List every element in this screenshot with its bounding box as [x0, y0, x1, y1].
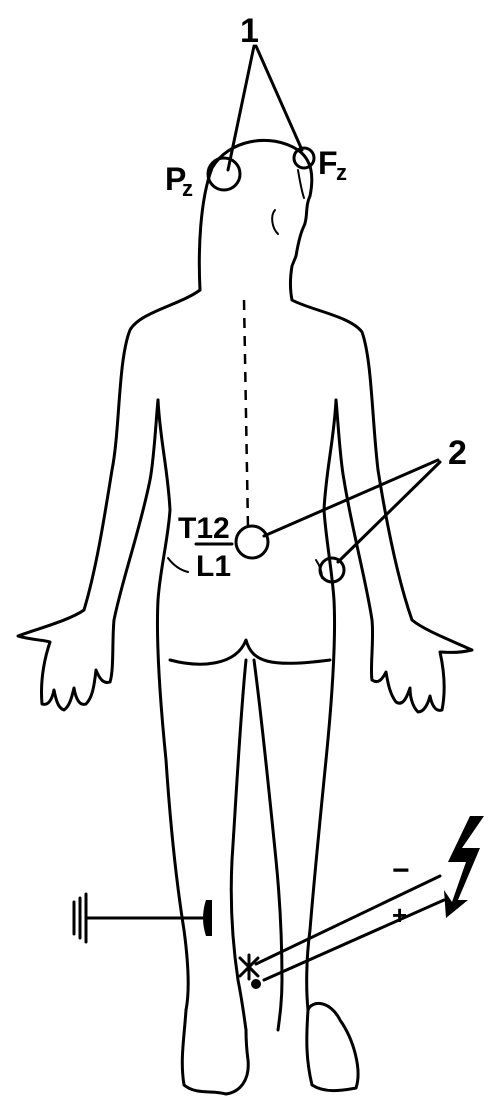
buttock-line: [170, 640, 330, 664]
label-l1: L1: [196, 550, 231, 583]
label-pz-sub: z: [182, 176, 193, 201]
anode-dot: [251, 979, 261, 989]
ground-symbol-icon: [74, 894, 86, 942]
label-fz-sub: z: [336, 160, 347, 185]
anode-lead: [264, 900, 444, 980]
cathode-lead: [256, 876, 440, 964]
leader-1-pz: [228, 46, 254, 170]
left-arm-outline: [18, 290, 200, 710]
left-foot-outline: [182, 1010, 248, 1094]
label-2: 2: [448, 434, 467, 472]
right-foot-outline: [307, 1003, 358, 1090]
left-leg-inner: [231, 660, 246, 1030]
label-minus: −: [392, 854, 410, 887]
label-plus: +: [392, 900, 407, 930]
t12-l1-electrode: [236, 526, 268, 558]
ear-detail: [272, 210, 278, 234]
label-fz-letter: F: [318, 145, 338, 181]
label-1: 1: [240, 12, 259, 50]
spine-line: [244, 300, 248, 528]
left-iliac-mark: [168, 558, 188, 572]
lightning-bolt-icon: [444, 816, 484, 918]
face-detail: [298, 170, 304, 198]
right-torso-outline: [307, 400, 336, 1010]
ground-electrode-plate: [203, 900, 212, 936]
body-outline: [18, 140, 472, 1094]
label-t12: T12: [178, 512, 230, 545]
right-arm-outline: [292, 300, 472, 712]
leader-2-iliac: [338, 462, 440, 562]
pz-electrode: [208, 158, 240, 190]
leader-1-fz: [256, 46, 302, 150]
cathode-star-icon: [240, 955, 258, 979]
